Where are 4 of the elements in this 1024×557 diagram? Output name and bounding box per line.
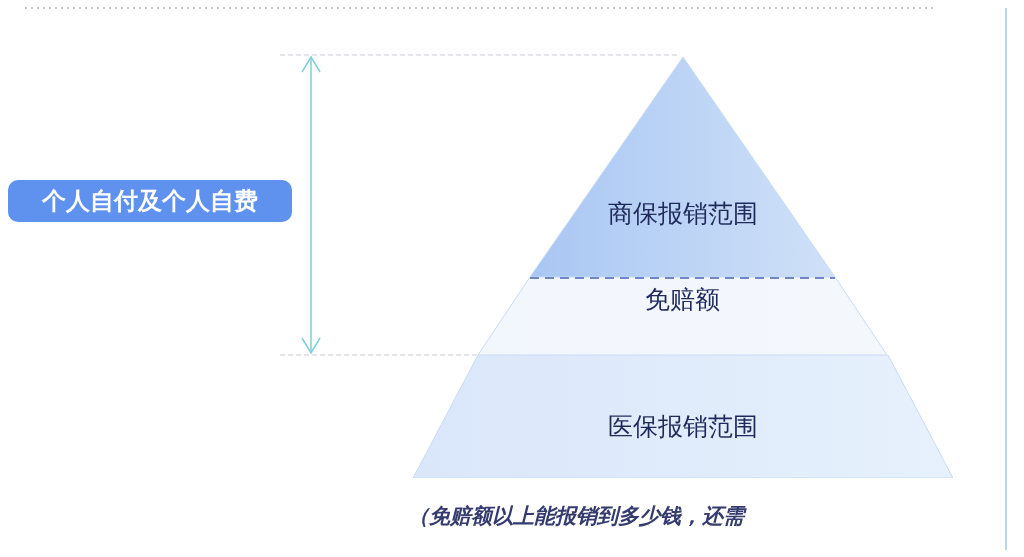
- label-pill: 个人自付及个人自费: [8, 180, 292, 222]
- band-label: 医保报销范围: [608, 411, 758, 443]
- band-label: 商保报销范围: [607, 198, 758, 230]
- band-label: 免赔额: [645, 284, 720, 316]
